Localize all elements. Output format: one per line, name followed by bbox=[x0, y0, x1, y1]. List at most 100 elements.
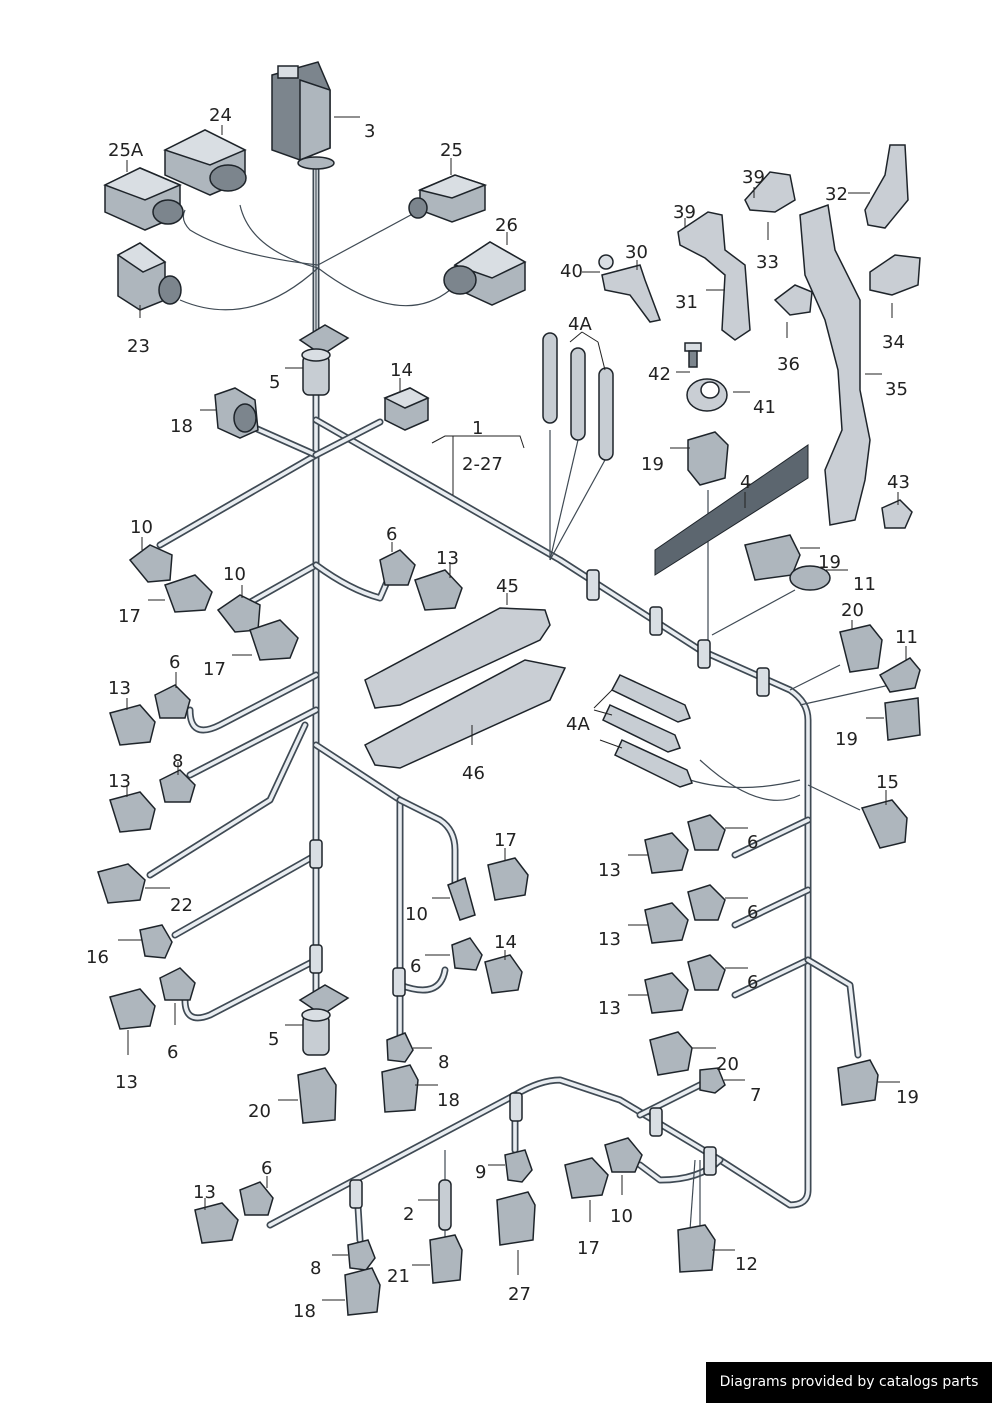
clip-41 bbox=[686, 378, 728, 412]
callout-6-center-lower: 6 bbox=[410, 956, 421, 977]
callout-13-left-3: 13 bbox=[115, 1072, 138, 1093]
grommet-5-bottom bbox=[298, 984, 350, 1056]
connector-13-left-3 bbox=[109, 988, 156, 1030]
conduit-35 bbox=[799, 203, 871, 526]
connector-8-center bbox=[386, 1032, 414, 1063]
callout-31: 31 bbox=[675, 292, 698, 313]
connector-26 bbox=[443, 241, 527, 306]
connector-19-right-upper bbox=[744, 534, 801, 581]
callout-39: 39 bbox=[742, 167, 765, 188]
connector-6-bottom bbox=[239, 1181, 274, 1216]
callout-39-b: 39 bbox=[673, 202, 696, 223]
thin-wires bbox=[179, 160, 891, 1240]
connector-15 bbox=[860, 799, 908, 849]
connector-24 bbox=[163, 129, 247, 196]
connector-10-bottom bbox=[604, 1137, 643, 1173]
connector-13-right-3 bbox=[644, 972, 689, 1014]
callout-13-right-3: 13 bbox=[598, 998, 621, 1019]
connector-19-right-lower bbox=[884, 697, 921, 741]
connector-13-center bbox=[414, 569, 463, 611]
connector-14-center bbox=[484, 954, 523, 994]
callout-41: 41 bbox=[753, 397, 776, 418]
connector-21 bbox=[429, 1234, 463, 1284]
connector-18-top bbox=[214, 387, 259, 439]
sensor-4A-bottom bbox=[602, 674, 693, 788]
bracket-33 bbox=[744, 171, 796, 213]
callout-6-right-3: 6 bbox=[747, 972, 758, 993]
callout-5-top: 5 bbox=[269, 372, 280, 393]
callout-8-center: 8 bbox=[438, 1052, 449, 1073]
connector-25A bbox=[103, 167, 184, 231]
connector-18-center bbox=[381, 1064, 419, 1113]
callout-19-right-bottom: 19 bbox=[896, 1087, 919, 1108]
callout-18-center: 18 bbox=[437, 1090, 460, 1111]
bracket-30-40 bbox=[598, 254, 662, 323]
callout-15: 15 bbox=[876, 772, 899, 793]
callout-labels: 3 24 25A 25 26 23 5 14 18 1 2-27 4A 40 3… bbox=[86, 105, 919, 1322]
connector-16 bbox=[139, 924, 173, 959]
callout-3: 3 bbox=[364, 121, 375, 142]
callout-25: 25 bbox=[440, 140, 463, 161]
connector-8-left bbox=[159, 769, 196, 803]
harness-bundles bbox=[146, 166, 862, 1244]
connector-17-left-upper bbox=[164, 574, 213, 613]
callout-4: 4 bbox=[740, 472, 751, 493]
connector-20-right bbox=[839, 624, 883, 673]
connector-27 bbox=[496, 1191, 536, 1246]
connector-13-right-1 bbox=[644, 832, 689, 874]
grommet-5-top bbox=[298, 324, 350, 396]
callout-42: 42 bbox=[648, 364, 671, 385]
callout-13-center: 13 bbox=[436, 548, 459, 569]
connector-10-left-lower bbox=[216, 594, 261, 633]
connector-10-left-upper bbox=[128, 544, 173, 583]
callout-11-lower: 11 bbox=[895, 627, 918, 648]
callout-20-bottom: 20 bbox=[248, 1101, 271, 1122]
connector-6-right-1 bbox=[687, 814, 726, 851]
callout-6-bottom: 6 bbox=[261, 1158, 272, 1179]
callout-5-bottom: 5 bbox=[268, 1029, 279, 1050]
callout-19-right-upper: 19 bbox=[818, 552, 841, 573]
callout-10-bottom: 10 bbox=[610, 1206, 633, 1227]
callout-8-left: 8 bbox=[172, 751, 183, 772]
callout-25A: 25A bbox=[108, 140, 144, 161]
callout-14-top: 14 bbox=[390, 360, 413, 381]
connector-23 bbox=[116, 242, 182, 311]
callout-32: 32 bbox=[825, 184, 848, 205]
connector-13-left-1 bbox=[109, 704, 156, 746]
connector-25 bbox=[408, 174, 488, 223]
callout-6-left-1: 6 bbox=[169, 652, 180, 673]
callout-12: 12 bbox=[735, 1254, 758, 1275]
label-4 bbox=[654, 444, 809, 576]
callout-13-bottom: 13 bbox=[193, 1182, 216, 1203]
callout-6-right-2: 6 bbox=[747, 902, 758, 923]
sensor-2 bbox=[438, 1179, 452, 1231]
clip-36 bbox=[773, 284, 813, 316]
callout-33: 33 bbox=[756, 252, 779, 273]
connector-6-left bbox=[154, 684, 191, 719]
callout-18-bottom: 18 bbox=[293, 1301, 316, 1322]
harness-clips bbox=[309, 569, 770, 1209]
callout-18-top: 18 bbox=[170, 416, 193, 437]
clip-43 bbox=[881, 499, 913, 529]
connector-10-center bbox=[447, 876, 476, 921]
callout-13-right-2: 13 bbox=[598, 929, 621, 950]
connector-20-bottom bbox=[297, 1067, 337, 1124]
sensor-4A-top bbox=[542, 332, 614, 461]
connector-17-left-lower bbox=[249, 619, 299, 661]
connector-22 bbox=[97, 863, 146, 904]
connector-12 bbox=[677, 1224, 716, 1273]
callout-27: 27 bbox=[508, 1284, 531, 1305]
callout-14-center: 14 bbox=[494, 932, 517, 953]
callout-4A-bottom: 4A bbox=[566, 714, 590, 735]
callout-1: 1 bbox=[472, 418, 483, 439]
callout-17-center: 17 bbox=[494, 830, 517, 851]
callout-11-upper: 11 bbox=[853, 574, 876, 595]
connector-17-center bbox=[487, 857, 529, 901]
bracket-32 bbox=[864, 144, 909, 229]
callout-30: 30 bbox=[625, 242, 648, 263]
callout-24: 24 bbox=[209, 105, 232, 126]
connector-18-bottom bbox=[344, 1267, 381, 1316]
callout-34: 34 bbox=[882, 332, 905, 353]
callout-16: 16 bbox=[86, 947, 109, 968]
